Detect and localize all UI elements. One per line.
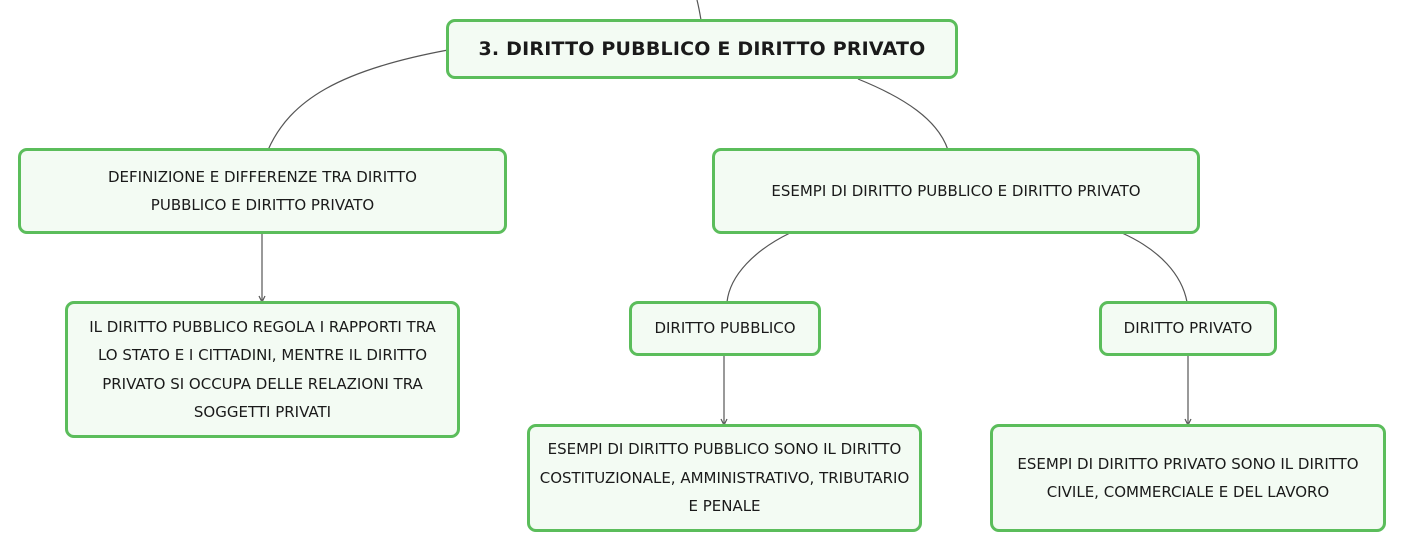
node-esempi[interactable]: ESEMPI DI DIRITTO PUBBLICO E DIRITTO PRI… — [712, 148, 1200, 234]
root-node-label: 3. DIRITTO PUBBLICO E DIRITTO PRIVATO — [478, 37, 926, 60]
node-esempi-pubblico-label: ESEMPI DI DIRITTO PUBBLICO SONO IL DIRIT… — [539, 440, 910, 516]
node-regola[interactable]: IL DIRITTO PUBBLICO REGOLA I RAPPORTI TR… — [65, 301, 460, 438]
node-definizione[interactable]: DEFINIZIONE E DIFFERENZE TRA DIRITTO PUB… — [18, 148, 507, 234]
connector-root-to-definizione — [267, 49, 449, 151]
node-esempi-label: ESEMPI DI DIRITTO PUBBLICO E DIRITTO PRI… — [771, 181, 1141, 200]
node-esempi-pubblico[interactable]: ESEMPI DI DIRITTO PUBBLICO SONO IL DIRIT… — [527, 424, 922, 532]
node-diritto-privato[interactable]: DIRITTO PRIVATO — [1099, 301, 1277, 356]
node-esempi-privato[interactable]: ESEMPI DI DIRITTO PRIVATO SONO IL DIRITT… — [990, 424, 1386, 532]
node-diritto-pubblico-label: DIRITTO PUBBLICO — [654, 319, 796, 338]
node-esempi-privato-label: ESEMPI DI DIRITTO PRIVATO SONO IL DIRITT… — [1017, 454, 1359, 502]
connector-esempi-to-pubblico — [726, 232, 791, 303]
connector-parent-to-root — [696, 0, 702, 21]
node-diritto-pubblico[interactable]: DIRITTO PUBBLICO — [629, 301, 821, 356]
root-node[interactable]: 3. DIRITTO PUBBLICO E DIRITTO PRIVATO — [446, 19, 958, 79]
node-regola-label: IL DIRITTO PUBBLICO REGOLA I RAPPORTI TR… — [89, 317, 436, 422]
connector-root-to-esempi — [857, 78, 949, 151]
node-definizione-label: DEFINIZIONE E DIFFERENZE TRA DIRITTO PUB… — [108, 167, 417, 215]
node-diritto-privato-label: DIRITTO PRIVATO — [1123, 319, 1253, 338]
connector-esempi-to-privato — [1121, 232, 1188, 303]
